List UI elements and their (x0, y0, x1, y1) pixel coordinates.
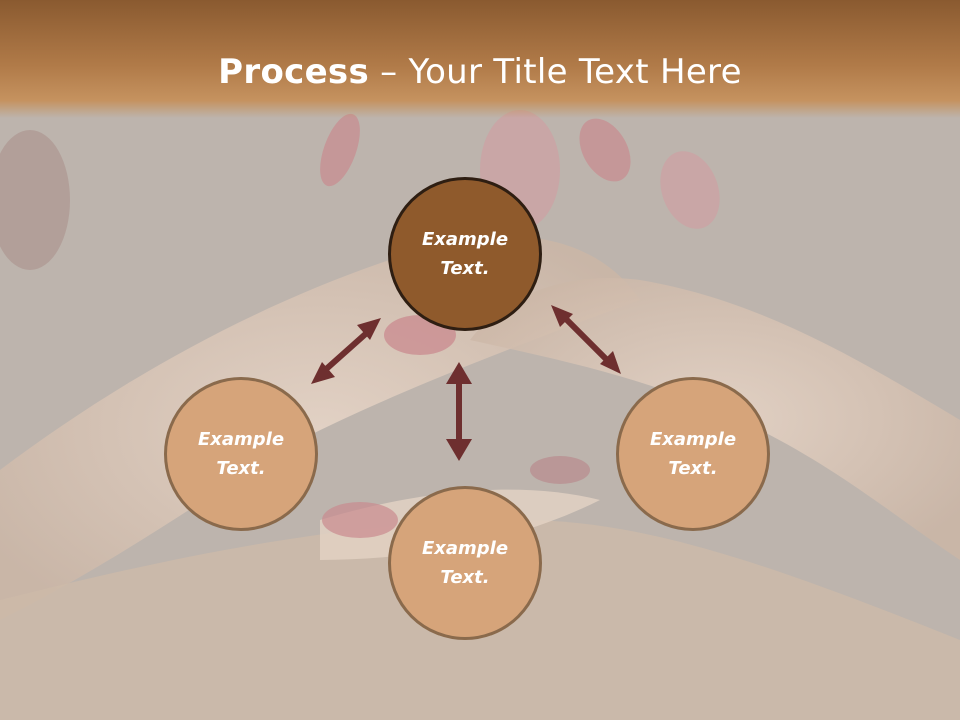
arrow-head-v-b (446, 439, 472, 461)
process-node-left[interactable]: Example Text. (164, 377, 318, 531)
arrow-head-tl-b (311, 362, 335, 384)
process-node-right[interactable]: Example Text. (616, 377, 770, 531)
node-text-line2: Text. (440, 258, 490, 279)
arrow-head-tr-b (600, 351, 621, 374)
arrow-head-v-a (446, 362, 472, 384)
node-text-line1: Example (421, 229, 509, 250)
node-text-line2: Text. (668, 458, 718, 479)
title-bar (0, 0, 960, 118)
node-text-line1: Example (197, 429, 285, 450)
title-rest: – Your Title Text Here (369, 52, 742, 92)
process-node-top[interactable]: Example Text. (388, 177, 542, 331)
process-node-bottom[interactable]: Example Text. (388, 486, 542, 640)
node-text-line2: Text. (440, 567, 490, 588)
slide-title: Process – Your Title Text Here (0, 52, 960, 92)
arrow-head-tl-a (357, 318, 381, 340)
arrow-head-tr-a (551, 305, 573, 327)
node-text-line2: Text. (216, 458, 266, 479)
arrow-top-left (322, 327, 372, 374)
title-bold: Process (218, 52, 370, 92)
node-text-line1: Example (421, 538, 509, 559)
arrow-top-right (560, 313, 611, 364)
node-text-line1: Example (649, 429, 737, 450)
